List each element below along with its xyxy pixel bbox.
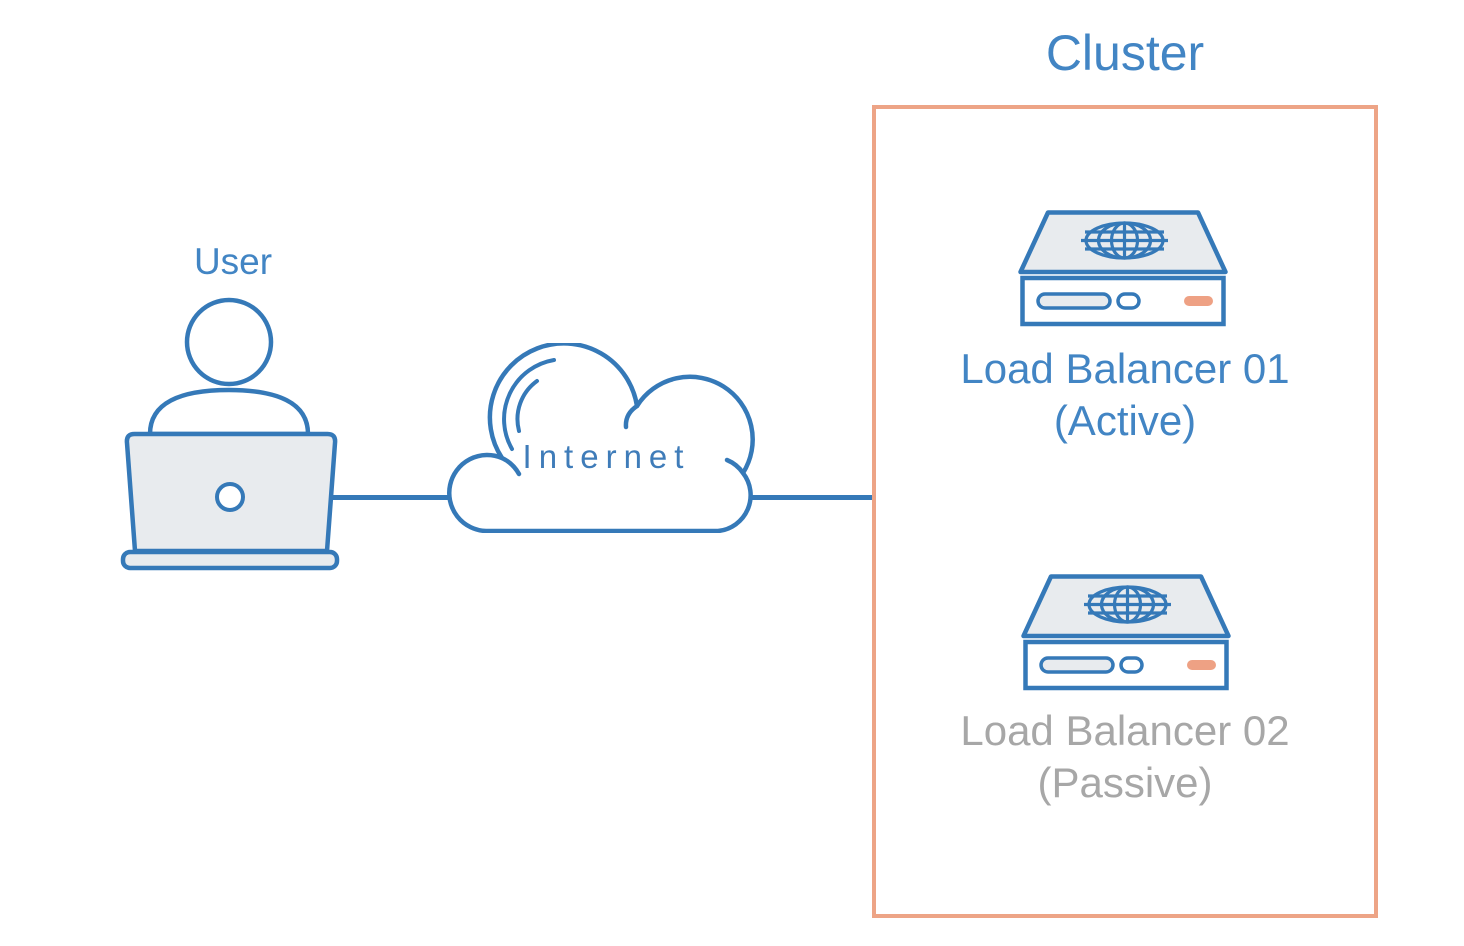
laptop-logo-dot (215, 482, 245, 512)
lb2-name: Load Balancer 02 (960, 707, 1290, 754)
server-drive-slot (1039, 656, 1115, 674)
cloud-shine-inner (515, 379, 539, 433)
connector-internet-cluster (752, 495, 872, 500)
person-at-laptop-icon (120, 297, 340, 571)
cloud-notch-bottom-right (724, 457, 746, 476)
cluster-boundary (872, 105, 1378, 918)
server-button (1116, 292, 1141, 310)
lb1-label: Load Balancer 01 (Active) (872, 343, 1378, 447)
server-button (1119, 656, 1144, 674)
lb1-state: (Active) (1053, 397, 1197, 444)
user-label: User (193, 241, 273, 282)
cloud-notch-right (623, 403, 640, 430)
load-balancer-01-icon (1018, 210, 1228, 327)
internet-label: Internet (522, 438, 691, 475)
lb1-name: Load Balancer 01 (960, 345, 1290, 392)
cloud-shine-outer (502, 358, 556, 451)
person-head (184, 297, 274, 387)
cloud-icon (447, 343, 755, 533)
globe-icon (1081, 221, 1168, 260)
load-balancer-02-icon (1021, 574, 1231, 691)
server-status-led (1184, 296, 1213, 306)
globe-icon (1084, 585, 1171, 624)
person-shoulders (147, 387, 311, 437)
cloud-notch-left (499, 455, 522, 477)
connector-user-internet (330, 495, 452, 500)
lb2-label: Load Balancer 02 (Passive) (872, 705, 1378, 809)
lb2-state: (Passive) (1037, 759, 1213, 806)
laptop-base (120, 549, 340, 571)
server-status-led (1187, 660, 1216, 670)
server-drive-slot (1036, 292, 1112, 310)
cluster-title: Cluster (1045, 25, 1205, 81)
